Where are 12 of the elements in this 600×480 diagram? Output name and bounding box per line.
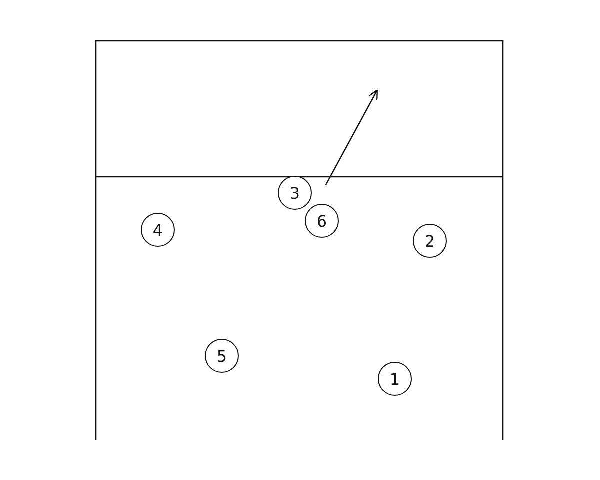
player-circle xyxy=(305,204,339,238)
player-circle xyxy=(413,224,447,258)
player-circle xyxy=(278,176,312,210)
position-number: 5 xyxy=(216,346,228,366)
player-circle xyxy=(378,362,412,396)
position-number: 1 xyxy=(390,370,400,388)
player-circle xyxy=(141,213,175,247)
position-number: 3 xyxy=(290,184,300,202)
position-number: 4 xyxy=(152,220,164,240)
position-number: 2 xyxy=(424,232,436,250)
player-circle xyxy=(205,339,239,373)
position-number: 6 xyxy=(316,212,328,230)
